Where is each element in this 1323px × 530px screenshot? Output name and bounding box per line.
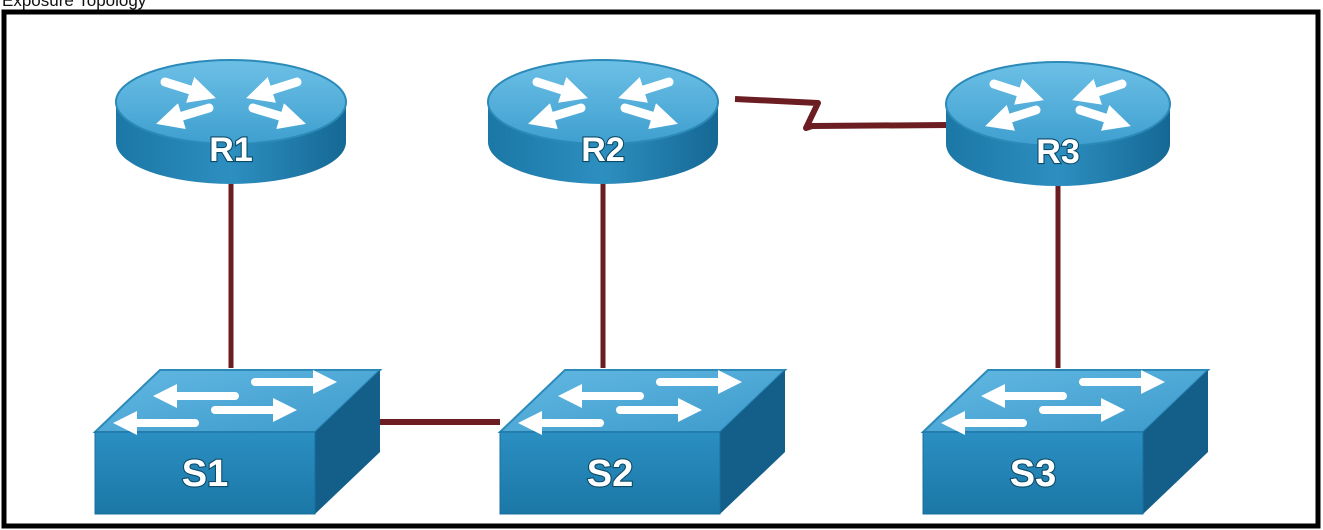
router-label: R1	[209, 131, 252, 169]
switch-label: S2	[587, 453, 633, 495]
switch-icon	[92, 369, 383, 515]
router-icon	[115, 59, 347, 184]
link-r2-r3-serial	[734, 96, 951, 131]
router-label: R3	[1036, 133, 1079, 171]
switch-icon	[920, 369, 1211, 515]
router-r1[interactable]: R1	[115, 59, 347, 184]
switch-label: S3	[1010, 453, 1056, 495]
router-r2[interactable]: R2	[487, 59, 719, 184]
switch-label: S1	[182, 453, 228, 495]
router-r3[interactable]: R3	[945, 61, 1171, 186]
router-label: R2	[581, 131, 624, 169]
switch-s1[interactable]: S1	[92, 369, 383, 515]
switch-s3[interactable]: S3	[920, 369, 1211, 515]
diagram-frame	[1, 9, 1321, 529]
links-layer	[228, 96, 1061, 425]
router-icon	[487, 59, 719, 184]
router-icon	[945, 61, 1171, 186]
switch-s2[interactable]: S2	[497, 369, 788, 515]
diagram-caption: Exposure Topology	[2, 0, 147, 10]
switch-icon	[497, 369, 788, 515]
